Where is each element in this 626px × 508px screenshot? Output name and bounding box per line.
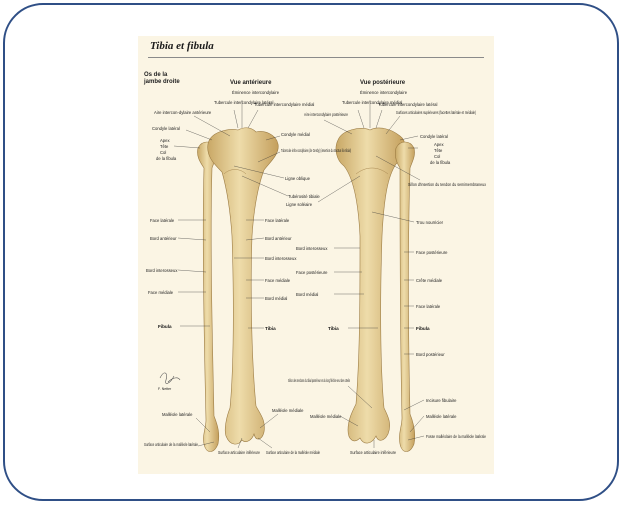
anterior-fibula	[197, 141, 220, 452]
label-tub-lat-ant: Tubercule intercondylaire latéral	[214, 100, 274, 105]
anterior-text: Éminence intercondylaire Tubercule inter…	[144, 90, 351, 455]
label-fibula-ant: Fibula	[158, 324, 172, 329]
label-malleole-med-post: Malléole médiale	[310, 414, 342, 419]
label-surf-art-inf-post: Surface articulaire inférieure	[350, 450, 397, 455]
label-trou: Trou nourricier	[416, 220, 444, 225]
label-crete-mediale: Crête médiale	[416, 278, 443, 283]
label-malleole-med-ant: Malléole médiale	[272, 408, 304, 413]
signature-text: F. Netter	[158, 387, 172, 391]
label-col-post: Col	[434, 154, 440, 159]
label-fibula-part-post: de la fibula	[430, 160, 451, 165]
anatomy-plate: Tibia et fibula Os de la jambe droite Vu…	[138, 36, 494, 474]
label-surf-art-lat: Surface articulaire de la malléole latér…	[144, 442, 198, 447]
label-malleole-lat-post: Malléole latérale	[426, 414, 457, 419]
view-anterior-title: Vue antérieure	[230, 80, 272, 86]
label-apex-ant: Apex	[160, 138, 170, 143]
plate-title: Tibia et fibula	[150, 40, 214, 52]
view-posterior-title: Vue postérieure	[360, 80, 406, 86]
label-condyle-lat-ant: Condyle latéral	[152, 126, 180, 131]
label-malleole-lat-ant: Malléole latérale	[162, 412, 193, 417]
label-tub-lat-post: Tubercule intercondylaire latéral	[378, 102, 438, 107]
label-ligne-soleaire: Ligne soléaire	[286, 202, 313, 207]
label-tub-med-ant: Tubercule intercondylaire médial	[254, 102, 314, 107]
label-tete-ant: Tête	[160, 144, 169, 149]
label-surf-sup: Surfaces articulaires supérieures (facet…	[396, 110, 476, 115]
artist-signature: F. Netter	[158, 372, 181, 391]
label-bord-medial-post: Bord médial	[296, 292, 318, 297]
label-surf-art-med: Surface articulaire de la malléole média…	[266, 450, 320, 455]
label-eminence-ant: Éminence intercondylaire	[232, 90, 280, 95]
label-ligne-oblique: Ligne oblique	[285, 176, 311, 181]
label-bord-anterieur-t: Bord antérieur	[265, 236, 292, 241]
label-condyle-lat-post: Condyle latéral	[420, 134, 448, 139]
label-tibia-post: Tibia	[328, 326, 339, 331]
label-tub-infra-ant: Tubercule infra-condylaire (de Gerdy) (i…	[281, 148, 351, 153]
label-fibula-part-ant: de la fibula	[156, 156, 177, 161]
label-sillon: Sillon d'insertion du tendon du semimemb…	[408, 182, 487, 187]
side-caption-line-2: jambe droite	[144, 79, 180, 85]
label-bord-interosseux-t: Bord interosseux	[265, 256, 297, 261]
label-apex-post: Apex	[434, 142, 444, 147]
label-aire-post: Aire intercondylaire postérieure	[304, 112, 349, 117]
label-tub-med-post: Tubercule intercondylaire médial	[342, 100, 402, 105]
label-col-ant: Col	[160, 150, 166, 155]
anterior-leaders	[173, 100, 289, 449]
label-face-laterale-f: Face latérale	[150, 218, 175, 223]
label-tete-post: Tête	[434, 148, 443, 153]
posterior-fibula	[394, 141, 416, 452]
label-bord-anterieur-f: Bord antérieur	[150, 236, 177, 241]
label-face-laterale-t: Face latérale	[265, 218, 290, 223]
label-bord-posterieur: Bord postérieur	[416, 352, 445, 357]
label-fibula-post: Fibula	[416, 326, 430, 331]
posterior-view	[335, 127, 416, 452]
label-bord-interosseux-post: Bord interosseux	[296, 246, 328, 251]
label-sillon-tendons: Sillon des tendons du tibial postérieur …	[288, 378, 350, 383]
label-tuberosite: Tubérosité tibiale	[288, 194, 320, 199]
label-fosse: Fosse malléolaire de la malléole latéral…	[426, 434, 487, 439]
label-face-mediale-f: Face médiale	[148, 290, 174, 295]
posterior-leaders	[317, 100, 425, 448]
label-incisure: Incisure fibulaire	[426, 398, 457, 403]
side-caption-line-1: Os de la	[144, 72, 168, 78]
label-face-post-f: Face postérieure	[416, 250, 448, 255]
posterior-text: Éminence intercondylaire Tubercule inter…	[286, 90, 487, 455]
side-caption: Os de la jambe droite	[144, 72, 180, 86]
label-eminence-post: Éminence intercondylaire	[360, 90, 408, 95]
label-condyle-med-ant: Condyle médial	[281, 132, 310, 137]
label-face-laterale-post: Face latérale	[416, 304, 441, 309]
label-surf-art-inf-ant: Surface articulaire inférieure	[218, 450, 261, 455]
label-aire-ant: Aire intercon-dylaire antérieure	[154, 110, 212, 115]
label-tibia-ant: Tibia	[265, 326, 276, 331]
anterior-tibia	[207, 127, 279, 445]
tibia-fibula-illustration: Éminence intercondylaire Tubercule inter…	[144, 90, 487, 455]
posterior-tibia	[335, 127, 406, 444]
title-rule	[148, 57, 484, 58]
label-bord-medial-t: Bord médial	[265, 296, 287, 301]
label-bord-interosseux-f: Bord interosseux	[146, 268, 178, 273]
label-face-post-t: Face postérieure	[296, 270, 328, 275]
label-face-mediale-t: Face médiale	[265, 278, 291, 283]
anterior-view	[197, 127, 279, 452]
